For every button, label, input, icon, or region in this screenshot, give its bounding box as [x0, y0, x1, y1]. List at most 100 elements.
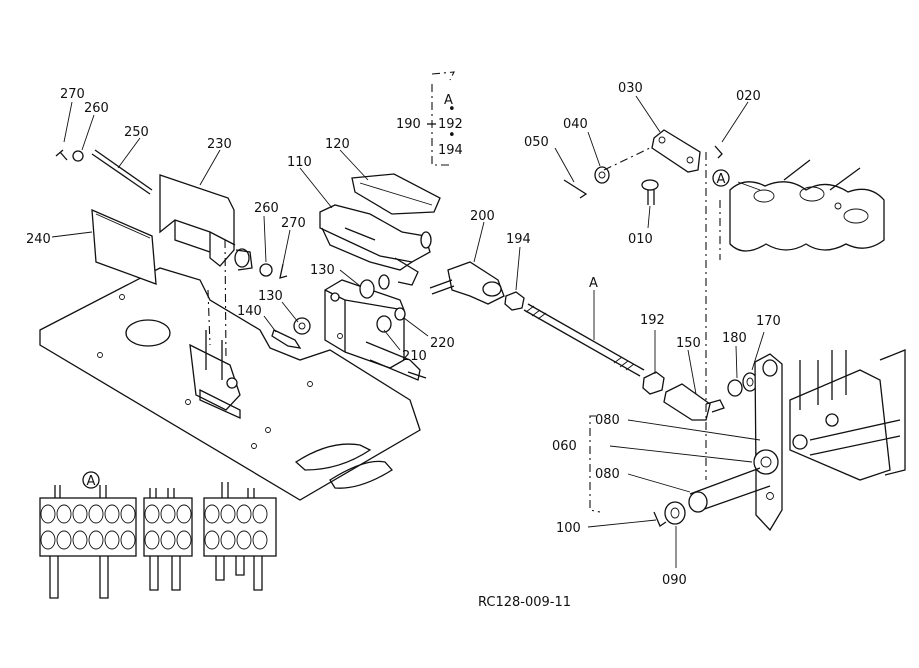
pin-050: [563, 179, 588, 199]
valve-spool-circle: [220, 530, 236, 550]
nut-194: [504, 291, 525, 311]
circled-marker-inset-label: A: [87, 474, 96, 489]
callout-100: 100: [556, 521, 581, 536]
valve-spool-circle: [144, 530, 160, 550]
callout-050: 050: [524, 135, 549, 150]
callout-150: 150: [676, 336, 701, 351]
callout-060: 060: [552, 439, 577, 454]
callout-260a: 260: [84, 101, 109, 116]
callout-080a: 080: [595, 413, 620, 428]
valve-spool-circle: [160, 504, 176, 524]
leader-lines: [51, 95, 765, 568]
valve-spool-circle: [104, 530, 120, 550]
bracket-dot-2: •: [448, 128, 456, 143]
bracket-group-code: 190: [396, 117, 421, 132]
pedal-pad-240: [91, 208, 157, 285]
circled-marker-detail: [712, 169, 730, 187]
valve-bank-inset: [39, 482, 277, 599]
callout-260b: 260: [254, 201, 279, 216]
valve-spool-circle: [40, 530, 56, 550]
valve-spool-circle: [40, 504, 56, 524]
callout-020: 020: [736, 89, 761, 104]
valve-spool-circle: [88, 530, 104, 550]
valve-spool-circle: [236, 530, 252, 550]
circled-marker-detail-label: A: [717, 172, 726, 187]
valve-spool-circle: [160, 530, 176, 550]
washer-090: [653, 501, 686, 527]
pedal-stem: [189, 330, 241, 420]
nut-192: [642, 371, 665, 395]
callout-270a: 270: [60, 87, 85, 102]
callout-110: 110: [287, 155, 312, 170]
pedal-pad-120: [351, 173, 441, 215]
pedal-110: [319, 204, 432, 286]
valve-spool-circle: [56, 504, 72, 524]
arm-150: [663, 383, 725, 421]
nut-washer-210-220: [376, 307, 406, 333]
callout-130b: 130: [258, 289, 283, 304]
valve-spool-circle: [88, 504, 104, 524]
callout-230: 230: [207, 137, 232, 152]
bracket-group-item-1: A: [444, 93, 453, 108]
callout-194: 194: [506, 232, 531, 247]
callout-200: 200: [470, 209, 495, 224]
valve-spool-circle: [120, 530, 136, 550]
callout-240: 240: [26, 232, 51, 247]
lever-060: [688, 353, 783, 532]
valve-spool-circle: [204, 530, 220, 550]
bracket-group-item-3: 194: [438, 143, 463, 158]
bracket-group: 190 A • 192 • 194: [396, 93, 463, 158]
valve-spool-circle: [176, 530, 192, 550]
valve-spool-circle: [120, 504, 136, 524]
callout-220: 220: [430, 336, 455, 351]
clip-140: [271, 329, 302, 349]
callout-A: A: [589, 276, 598, 291]
pivot-bracket: [324, 279, 427, 381]
valve-spool-circle: [220, 504, 236, 524]
valve-detail-upper: [729, 159, 885, 252]
valve-spool-circle: [72, 504, 88, 524]
valve-spool-circle: [144, 504, 160, 524]
dash-lines: [207, 71, 721, 513]
valve-spool-circle: [252, 504, 268, 524]
spring-pin-270b: [259, 263, 288, 279]
rod-end-200: [429, 261, 505, 305]
valve-spool-circle: [104, 504, 120, 524]
valve-spool-circle: [236, 504, 252, 524]
callout-210: 210: [402, 349, 427, 364]
washers-170-180: [727, 372, 758, 397]
right-frame: [789, 349, 906, 481]
callout-250: 250: [124, 125, 149, 140]
callout-090: 090: [662, 573, 687, 588]
valve-spool-circle: [72, 530, 88, 550]
callout-170: 170: [756, 314, 781, 329]
drawing-code: RC128-009-11: [478, 595, 571, 610]
bracket-dot-1: •: [448, 102, 456, 117]
callout-130a: 130: [310, 263, 335, 278]
callout-192: 192: [640, 313, 665, 328]
callouts: 270 260 250 230 240 260 270 110 120 130 …: [26, 81, 781, 588]
bracket-group-item-2: 192: [438, 117, 463, 132]
callout-040: 040: [563, 117, 588, 132]
valve-spool-circle: [204, 504, 220, 524]
washers-130: [293, 274, 390, 335]
callout-080b: 080: [595, 467, 620, 482]
pedal-arm-230: [159, 174, 253, 271]
pin-010: [641, 179, 659, 205]
circled-marker-inset: [82, 471, 100, 489]
washer-040: [594, 166, 610, 184]
callout-010: 010: [628, 232, 653, 247]
valve-spool-circle: [56, 530, 72, 550]
callout-270b: 270: [281, 216, 306, 231]
base-plate: [39, 267, 421, 501]
callout-030: 030: [618, 81, 643, 96]
valve-spool-circle: [252, 530, 268, 550]
valve-spool-circle: [176, 504, 192, 524]
link-plate-030: [651, 129, 723, 173]
pin-250: [55, 149, 153, 195]
callout-140: 140: [237, 304, 262, 319]
callout-180: 180: [722, 331, 747, 346]
callout-120: 120: [325, 137, 350, 152]
rod-A: [523, 303, 645, 377]
